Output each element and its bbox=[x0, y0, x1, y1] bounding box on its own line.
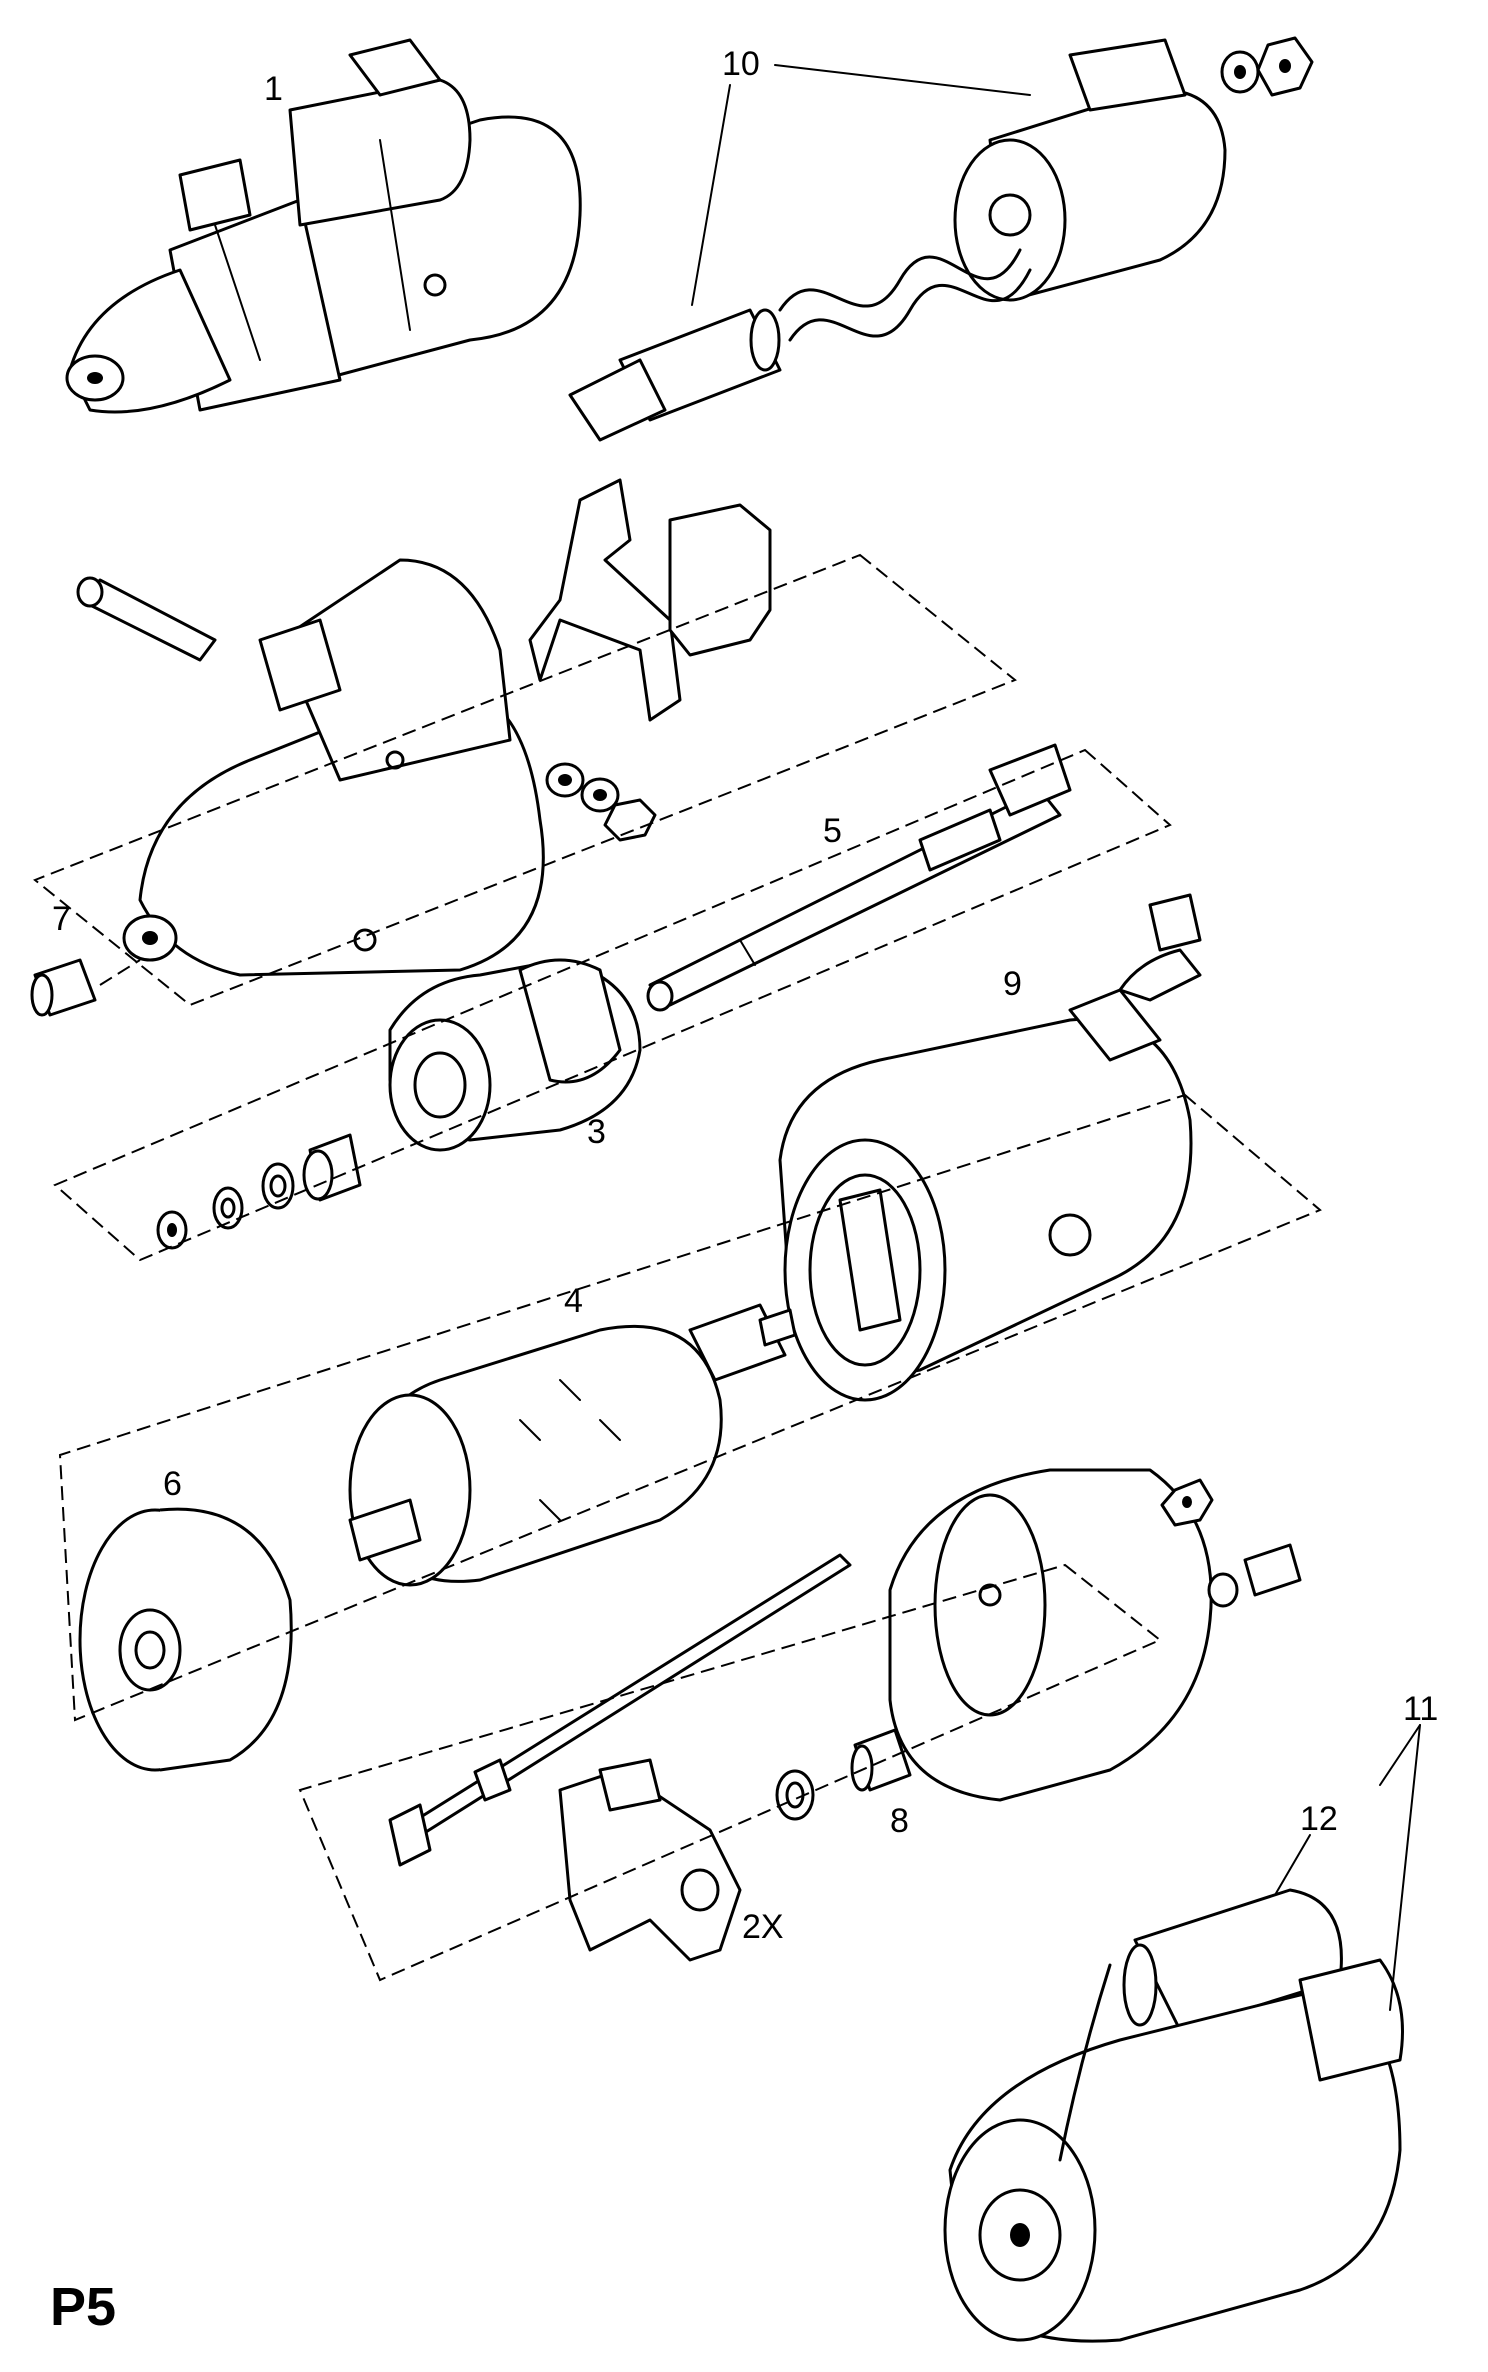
pinion-drive-3 bbox=[388, 958, 642, 1152]
group-outline-rear bbox=[298, 1563, 1162, 1982]
starter-assembly-11 bbox=[943, 1888, 1404, 2343]
callout-10: 10 bbox=[722, 45, 760, 83]
shaft-5 bbox=[646, 743, 1072, 1012]
cover-screws bbox=[1160, 1478, 1302, 1608]
callout-1: 1 bbox=[264, 70, 283, 108]
callout-3: 3 bbox=[587, 1113, 606, 1151]
bushing-7 bbox=[30, 958, 141, 1017]
rear-cover bbox=[888, 1468, 1213, 1802]
housing-washers bbox=[545, 762, 657, 842]
callout-7: 7 bbox=[52, 900, 71, 938]
armature-4 bbox=[348, 1303, 797, 1587]
callout-12: 12 bbox=[1300, 1800, 1338, 1838]
drive-end-housing bbox=[76, 558, 545, 977]
group-outline-shaft-pinion bbox=[53, 748, 1172, 1262]
page-label: P5 bbox=[50, 2277, 116, 2337]
through-bolt bbox=[388, 1553, 852, 1867]
leader-lines bbox=[691, 64, 1421, 2011]
field-frame-9 bbox=[778, 893, 1202, 1402]
solenoid-assembly-10 bbox=[568, 36, 1314, 442]
callout-6: 6 bbox=[163, 1465, 182, 1503]
shift-fork bbox=[528, 478, 772, 722]
starter-assembly-1 bbox=[65, 38, 582, 414]
callout-9: 9 bbox=[1003, 965, 1022, 1003]
callout-4: 4 bbox=[564, 1282, 583, 1320]
group-outline-armature bbox=[58, 1093, 1322, 1722]
shaft-washers bbox=[156, 1133, 362, 1250]
brush-holder-2x bbox=[558, 1758, 742, 1962]
group-outline-housing bbox=[33, 553, 1017, 1007]
callout-2x: 2X bbox=[742, 1908, 784, 1946]
end-bracket-6 bbox=[78, 1507, 293, 1772]
callout-5: 5 bbox=[823, 812, 842, 850]
callout-8: 8 bbox=[890, 1802, 909, 1840]
callout-11: 11 bbox=[1403, 1690, 1438, 1728]
